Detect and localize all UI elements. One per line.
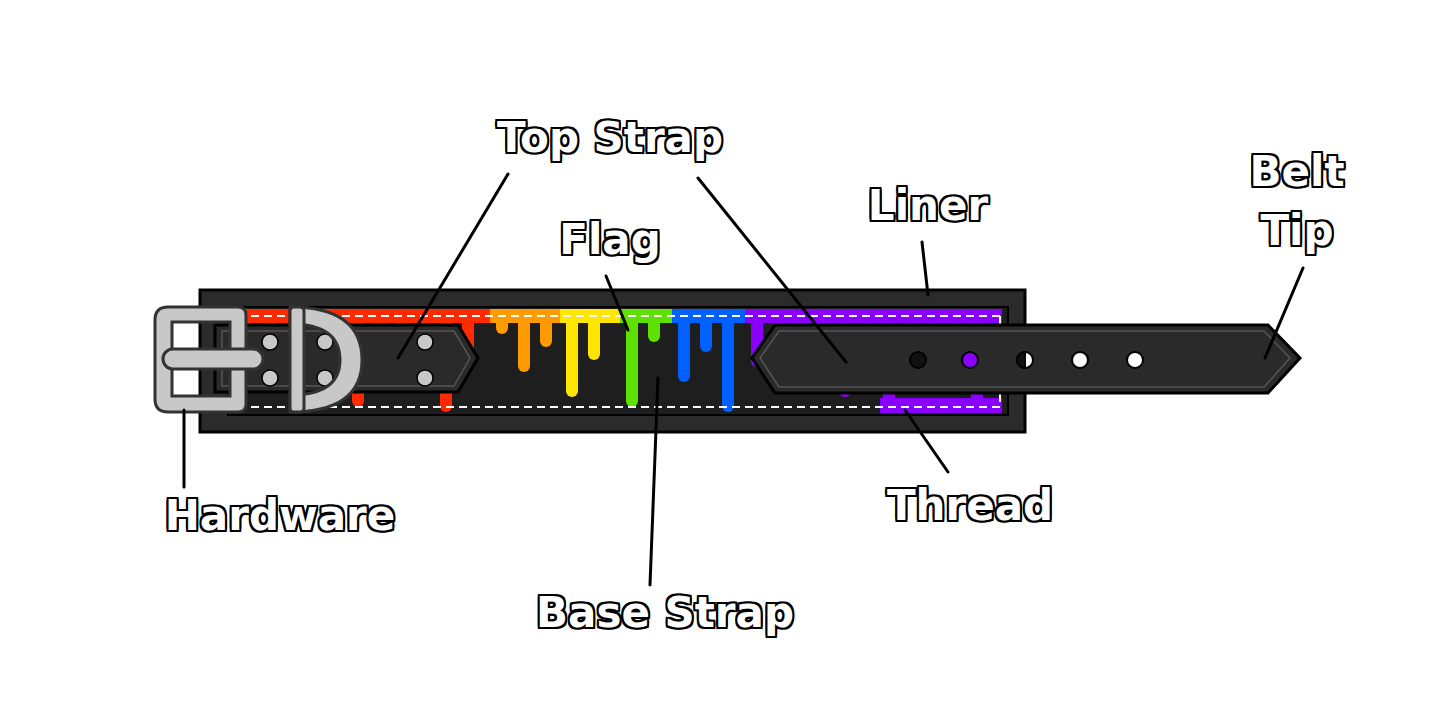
part-label: Hardware <box>165 487 396 546</box>
part-label: Thread <box>887 477 1053 536</box>
part-label: Base Strap <box>536 584 794 643</box>
part-label: Belt Tip <box>1232 143 1362 261</box>
top-strap-edge <box>760 331 1290 387</box>
top-strap-right <box>752 325 1300 393</box>
strap-holes <box>910 352 1143 368</box>
hardware <box>155 307 362 412</box>
part-label: Top Strap <box>497 109 723 168</box>
part-label: Liner <box>868 177 988 236</box>
part-label: Flag <box>559 211 661 270</box>
